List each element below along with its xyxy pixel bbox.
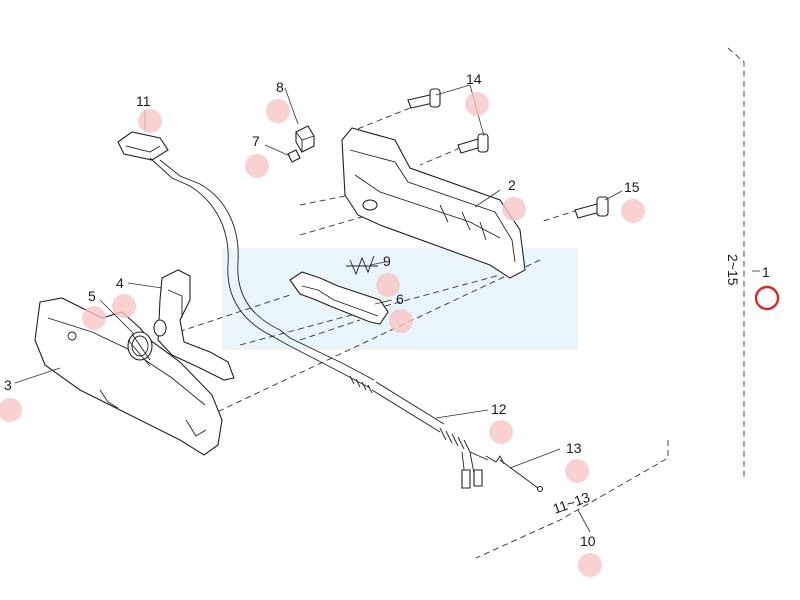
hotspot-6[interactable] (389, 309, 413, 333)
label-part-1[interactable]: 1 (762, 264, 770, 280)
hotspot-4[interactable] (112, 294, 136, 318)
hotspot-12[interactable] (489, 420, 513, 444)
leader-line (509, 448, 561, 469)
assembly-bracket-bottom (475, 440, 669, 559)
label-part-11[interactable]: 11 (136, 93, 151, 109)
part-5-spring (127, 331, 153, 367)
hotspot-8[interactable] (266, 99, 290, 123)
label-part-3[interactable]: 3 (4, 377, 12, 393)
hotspot-1-selected[interactable] (754, 285, 780, 311)
guide-line (419, 147, 461, 166)
hotspot-11[interactable] (138, 109, 162, 133)
hotspot-9[interactable] (376, 273, 400, 297)
label-part-2[interactable]: 2 (508, 177, 516, 193)
leader-line (474, 189, 501, 208)
part-13-cable-end (485, 455, 544, 493)
label-part-12[interactable]: 12 (491, 401, 507, 417)
label-part-8[interactable]: 8 (276, 79, 284, 95)
label-part-5[interactable]: 5 (88, 288, 96, 304)
label-part-14[interactable]: 14 (466, 71, 482, 87)
label-part-9[interactable]: 9 (383, 253, 391, 269)
leader-line (127, 282, 163, 289)
part-4-trigger (153, 269, 235, 381)
label-part-10[interactable]: 10 (580, 533, 596, 549)
assembly-bracket-right (727, 47, 745, 480)
part-11-switch (117, 131, 291, 345)
hotspot-10[interactable] (578, 553, 602, 577)
leader-line (435, 84, 471, 96)
label-part-15[interactable]: 15 (624, 179, 640, 195)
part-9-spring (346, 255, 378, 276)
leader-line (577, 509, 591, 533)
hotspot-3[interactable] (0, 398, 22, 422)
label-range-11-13: 11~13 (551, 489, 593, 517)
label-part-4[interactable]: 4 (116, 275, 124, 291)
part-6-lever (289, 271, 389, 325)
hotspot-7[interactable] (245, 154, 269, 178)
leader-line (99, 299, 135, 335)
hotspot-14[interactable] (465, 92, 489, 116)
guide-line (349, 107, 411, 133)
leader-line (14, 367, 61, 384)
leader-line (374, 299, 393, 305)
leader-line (369, 261, 386, 266)
part-14-screws (407, 88, 489, 154)
hotspot-13[interactable] (565, 459, 589, 483)
part-3-lower-housing (34, 297, 223, 456)
guide-line (299, 319, 361, 341)
label-part-7[interactable]: 7 (252, 133, 260, 149)
hotspot-5[interactable] (82, 306, 106, 330)
hotspot-2[interactable] (502, 197, 526, 221)
leader-line (435, 409, 489, 419)
part-8-connector (295, 125, 315, 153)
guide-line (199, 259, 541, 421)
label-part-6[interactable]: 6 (396, 291, 404, 307)
guide-line (299, 213, 373, 236)
leader-line (264, 144, 291, 157)
leader-line (284, 87, 299, 125)
hotspot-15[interactable] (621, 199, 645, 223)
part-12-cable (285, 337, 489, 489)
part-15-screw (574, 196, 609, 219)
guide-line (299, 194, 351, 206)
guide-line (539, 209, 579, 223)
leader-line (604, 190, 623, 201)
label-part-13[interactable]: 13 (566, 440, 582, 456)
label-range-2-15: 2~15 (725, 254, 741, 286)
part-2-handle-housing (341, 127, 526, 279)
part-7-pin (287, 149, 301, 163)
